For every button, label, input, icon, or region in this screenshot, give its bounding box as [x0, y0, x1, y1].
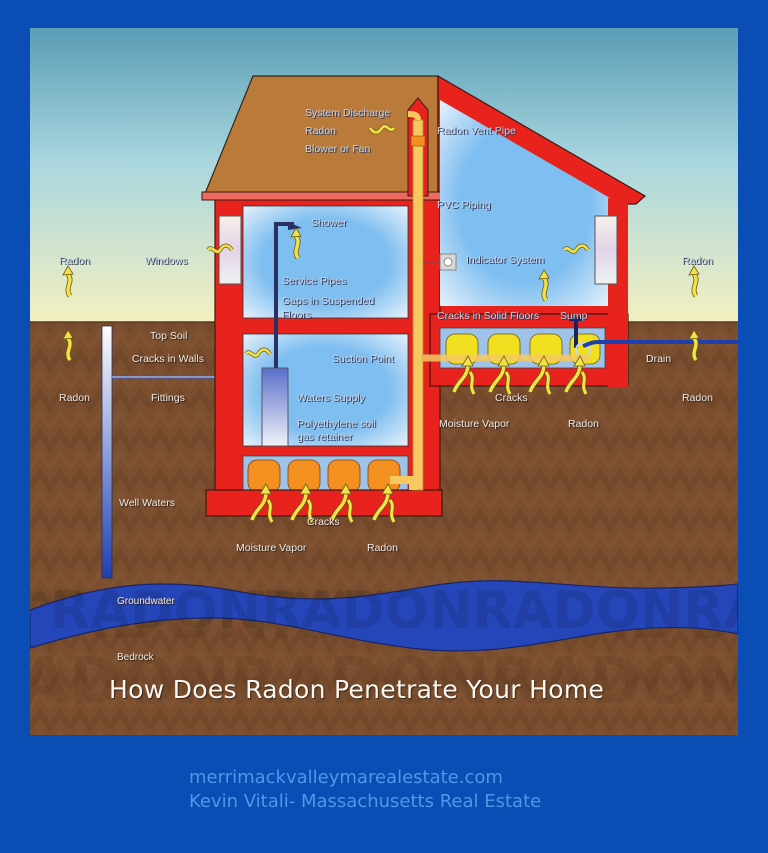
blower-fan-icon — [410, 135, 426, 147]
label-shower: Shower — [311, 217, 347, 229]
footer-website: merrimackvalleymarealestate.com — [189, 767, 503, 788]
label-radon-soil-left: Radon — [59, 392, 90, 404]
water-tank — [261, 367, 289, 447]
right-window — [594, 215, 618, 285]
upper-left-room — [242, 205, 409, 319]
groundwater-layer — [30, 580, 738, 652]
drain-pipe — [582, 340, 738, 348]
label-radon-sky-right: Radon — [682, 255, 713, 267]
label-moisture-vapor-right: Moisture Vapor — [439, 418, 510, 430]
footer: merrimackvalleymarealestate.com Kevin Vi… — [189, 766, 541, 814]
label-gaps-suspended-2: Floors — [282, 309, 312, 321]
label-radon-vent-pipe: Radon Vent Pipe — [437, 125, 516, 137]
label-indicator-system: Indicator System — [466, 254, 545, 266]
label-polyethylene-1: Polyethylene soil — [297, 418, 376, 430]
label-pvc-piping: PVC Piping — [437, 199, 491, 211]
footer-credit: Kevin Vitali- Massachusetts Real Estate — [189, 791, 542, 812]
label-gaps-suspended-1: Gaps in Suspended — [282, 295, 375, 307]
label-service-pipes: Service Pipes — [282, 275, 347, 287]
upper-right-room — [440, 100, 610, 306]
label-waters-supply: Waters Supply — [297, 392, 365, 404]
label-moisture-vapor-left: Moisture Vapor — [236, 542, 307, 554]
label-top-soil: Top Soil — [150, 330, 188, 342]
label-system-discharge: System Discharge — [305, 107, 391, 119]
label-blower-or-fan: Blower or Fan — [305, 143, 371, 155]
well-pipe — [101, 325, 113, 579]
label-radon-right-basement: Radon — [568, 418, 599, 430]
label-drain: Drain — [646, 353, 672, 365]
label-radon-roof: Radon — [305, 125, 336, 137]
label-well-waters: Well Waters — [119, 497, 176, 509]
label-polyethylene-2: gas retainer — [297, 431, 353, 443]
label-radon-left-basement: Radon — [367, 542, 398, 554]
label-sump: Sump — [560, 310, 588, 322]
radon-vent-pipe — [412, 119, 424, 491]
label-radon-soil-right: Radon — [682, 392, 713, 404]
label-windows: Windows — [145, 255, 188, 267]
label-cracks-right: Cracks — [495, 392, 528, 404]
label-cracks-left: Cracks — [307, 516, 340, 528]
label-bedrock: Bedrock — [117, 652, 154, 663]
label-radon-sky-left: Radon — [59, 255, 90, 267]
label-suction-point: Suction Point — [332, 353, 394, 365]
diagram-title: How Does Radon Penetrate Your Home — [109, 675, 605, 704]
label-cracks-solid-floors: Cracks in Solid Floors — [437, 310, 540, 322]
shower-head-icon — [288, 222, 302, 230]
label-cracks-in-walls: Cracks in Walls — [132, 353, 204, 365]
label-fittings: Fittings — [151, 392, 185, 404]
label-groundwater: Groundwater — [117, 596, 175, 607]
